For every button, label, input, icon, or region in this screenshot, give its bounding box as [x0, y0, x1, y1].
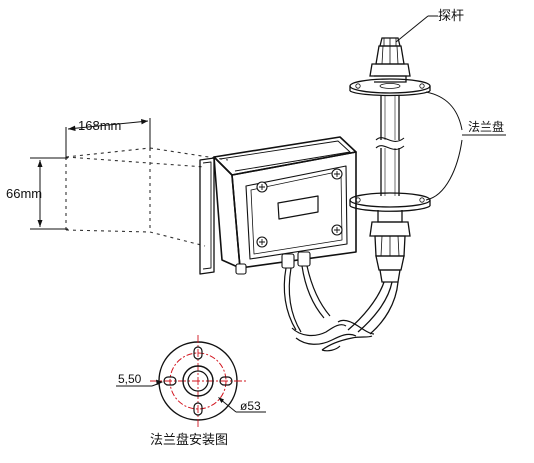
enclosure-cables [283, 265, 331, 333]
slot-dimension [116, 379, 163, 387]
cable-break [291, 319, 375, 352]
depth-dimension [65, 118, 151, 160]
flange-label: 法兰盘 [468, 119, 504, 134]
flange-callout [425, 91, 506, 201]
flange-detail [150, 335, 246, 428]
probe-label: 探杆 [438, 9, 464, 24]
flange-detail-caption: 法兰盘安装图 [150, 432, 228, 448]
probe-assembly [347, 37, 431, 335]
pcd-dimension [218, 397, 266, 413]
height-dimension [30, 157, 68, 230]
slot-dimension-label: 5,50 [118, 372, 142, 386]
flange-slots [163, 346, 233, 416]
height-dimension-label: 66mm [6, 186, 42, 201]
lid-screws [256, 168, 343, 248]
probe-callout [395, 15, 438, 43]
depth-dimension-label: 168mm [78, 118, 121, 133]
transmitter-enclosure [199, 136, 357, 275]
cable-glands [235, 251, 311, 275]
pcd-dimension-label: ø53 [240, 399, 261, 413]
